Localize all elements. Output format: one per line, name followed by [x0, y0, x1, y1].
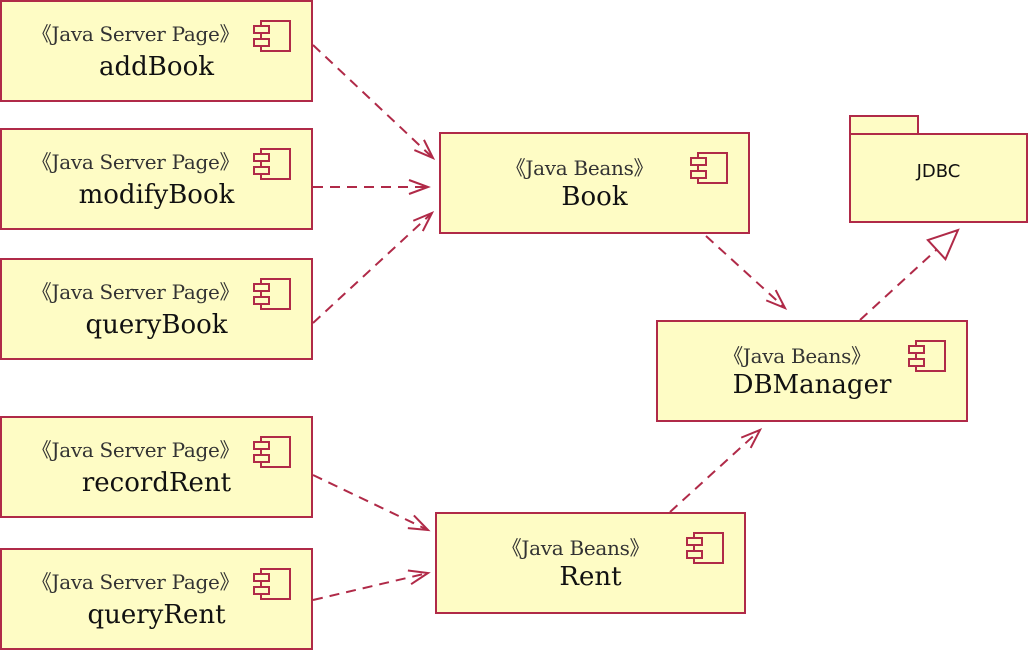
- uml-component-icon: [253, 436, 291, 468]
- component-recordrent: 《Java Server Page》 recordRent: [0, 416, 313, 518]
- dep-rent-dbmanager: [669, 428, 763, 513]
- stereotype-label: 《Java Server Page》: [31, 22, 240, 46]
- component-name: queryBook: [85, 310, 228, 340]
- component-name: DBManager: [732, 370, 892, 400]
- component-name: addBook: [99, 52, 214, 82]
- component-querybook: 《Java Server Page》 queryBook: [0, 258, 313, 360]
- package-jdbc: JDBC: [849, 133, 1028, 223]
- dep-addbook-book: [312, 44, 436, 160]
- package-tab: [849, 115, 919, 135]
- component-modifybook: 《Java Server Page》 modifyBook: [0, 128, 313, 230]
- component-name: Book: [561, 182, 628, 212]
- uml-component-icon: [253, 568, 291, 600]
- stereotype-label: 《Java Beans》: [505, 156, 654, 180]
- dep-book-dbmanager: [705, 235, 788, 310]
- uml-component-icon: [690, 152, 728, 184]
- dep-recordrent-rent: [312, 474, 431, 532]
- component-name: queryRent: [87, 600, 226, 630]
- uml-component-icon: [253, 20, 291, 52]
- uml-component-icon: [908, 340, 946, 372]
- stereotype-label: 《Java Beans》: [501, 536, 650, 560]
- stereotype-label: 《Java Beans》: [723, 344, 871, 368]
- uml-component-icon: [253, 148, 291, 180]
- uml-component-icon: [253, 278, 291, 310]
- dep-querybook-book: [312, 211, 435, 324]
- stereotype-label: 《Java Server Page》: [31, 438, 240, 462]
- component-queryrent: 《Java Server Page》 queryRent: [0, 548, 313, 650]
- component-dbmanager: 《Java Beans》 DBManager: [656, 320, 968, 422]
- package-name: JDBC: [916, 161, 961, 182]
- stereotype-label: 《Java Server Page》: [31, 150, 240, 174]
- component-name: Rent: [559, 562, 622, 592]
- component-name: recordRent: [81, 468, 232, 498]
- component-name: modifyBook: [78, 180, 235, 210]
- uml-component-icon: [686, 532, 724, 564]
- component-addbook: 《Java Server Page》 addBook: [0, 0, 313, 102]
- component-rent: 《Java Beans》 Rent: [435, 512, 746, 614]
- component-book: 《Java Beans》 Book: [439, 132, 750, 234]
- dep-queryrent-rent: [312, 569, 431, 601]
- dep-dbmanager-jdbc: [859, 228, 960, 321]
- stereotype-label: 《Java Server Page》: [31, 280, 240, 304]
- stereotype-label: 《Java Server Page》: [31, 570, 240, 594]
